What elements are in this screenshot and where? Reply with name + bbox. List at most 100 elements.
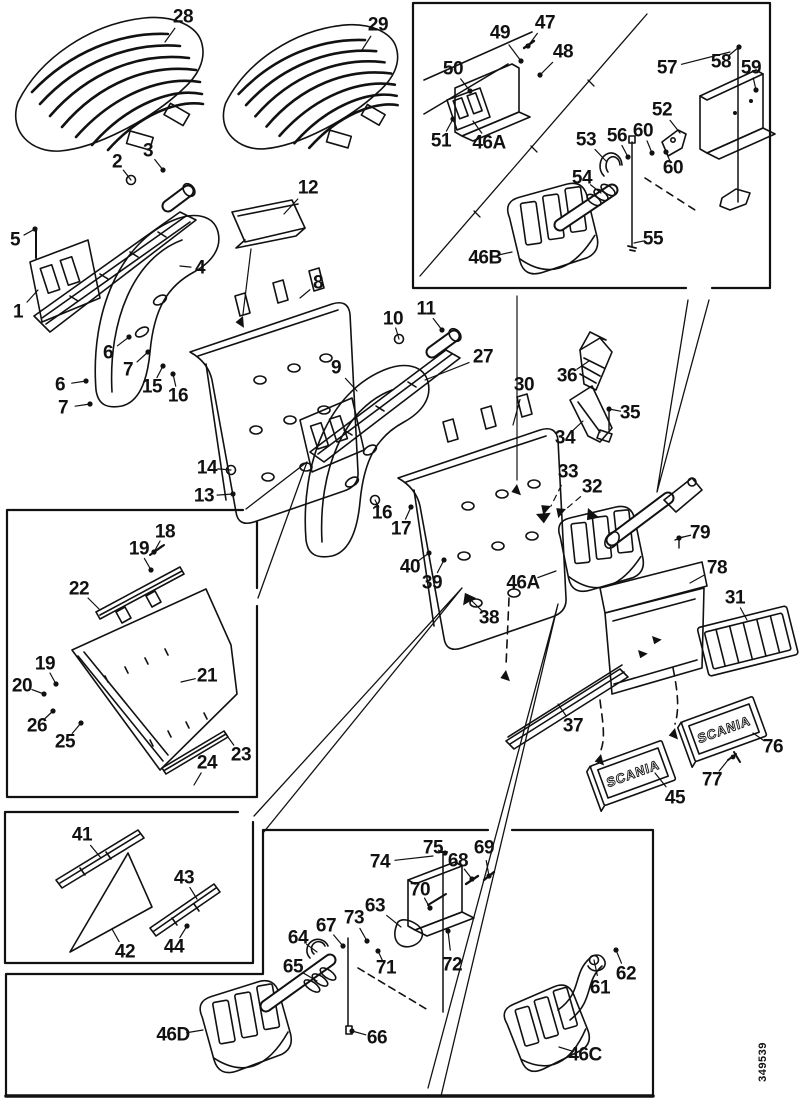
leader-57 <box>682 52 730 64</box>
fastener-dot-58 <box>736 44 742 50</box>
washer-ring-14 <box>227 466 236 475</box>
washer-ring-2 <box>127 176 136 185</box>
fastener-dot-47 <box>525 43 531 49</box>
dashed-drop-45 <box>600 700 603 750</box>
inset-box-mudflap <box>7 510 257 797</box>
leader-45 <box>655 773 666 787</box>
leader-2 <box>123 170 131 180</box>
leader-8 <box>300 290 310 298</box>
mounting-rail-9 <box>300 326 463 472</box>
pointer-wedges <box>246 14 709 1096</box>
leader-54 <box>591 185 601 193</box>
fastener-dot-6 <box>126 334 132 340</box>
inset-box-stays <box>5 812 253 963</box>
fastener-dot-71 <box>375 948 381 954</box>
inset-46B-assembly <box>424 32 775 278</box>
leader-23 <box>225 733 234 745</box>
fastener-dot-18 <box>151 549 157 555</box>
leader-74 <box>395 856 433 860</box>
leader-48 <box>540 62 553 75</box>
screw-77 <box>728 752 740 762</box>
fastener-dot-7 <box>87 401 93 407</box>
leader-46B <box>497 252 512 255</box>
ribbed-plate-31 <box>697 606 798 677</box>
leader-34 <box>573 421 583 430</box>
fastener-dot-51 <box>450 116 456 122</box>
leader-14 <box>218 469 231 470</box>
fastener-dot-13 <box>230 491 236 497</box>
scania-text: SCANIA <box>605 757 661 791</box>
mudguard-top-29 <box>222 23 399 151</box>
leader-33 <box>551 485 561 506</box>
leader-69 <box>486 861 489 876</box>
fastener-dot-25 <box>78 720 84 726</box>
fastener-dot-7 <box>145 349 151 355</box>
leader-46A <box>538 571 556 578</box>
leader-76 <box>753 733 764 741</box>
fastener-dot-66 <box>349 1028 355 1034</box>
fender-panel-8 <box>189 267 359 525</box>
leader-55 <box>634 241 644 243</box>
fastener-dot-40 <box>426 550 432 556</box>
dashed-drop-76 <box>673 668 678 724</box>
leader-38 <box>472 601 481 610</box>
leader-65 <box>304 973 317 981</box>
leader-24 <box>194 773 201 785</box>
fastener-dot-15 <box>160 363 166 369</box>
leader-52 <box>670 120 680 133</box>
spindle-bracket-46A <box>556 478 702 595</box>
fastener-dot-67 <box>340 943 346 949</box>
washer-ring-61 <box>590 956 599 965</box>
leader-41 <box>91 845 101 858</box>
fastener-dot-56 <box>625 154 631 160</box>
inset-stays-assembly <box>56 830 220 952</box>
mounting-rail-1 <box>30 181 197 332</box>
leader-63 <box>387 915 401 927</box>
dashed-drop-38 <box>506 598 509 666</box>
leader-47 <box>528 33 537 46</box>
hanger-bracket-78 <box>600 562 707 694</box>
scania-text: SCANIA <box>696 713 752 747</box>
bracket-36 <box>580 332 612 390</box>
leader-42 <box>112 929 119 942</box>
fastener-dot-69 <box>486 873 492 879</box>
fastener-dot-20 <box>41 691 47 697</box>
fastener-dot-68 <box>469 876 475 882</box>
fastener-dot-79 <box>676 535 682 541</box>
inset-46D-assembly <box>196 938 428 1077</box>
leader-4 <box>180 266 191 267</box>
washer-ring-16 <box>371 496 380 505</box>
fastener-dot-60 <box>663 149 669 155</box>
fastener-dot-50 <box>467 88 473 94</box>
leader-31 <box>740 608 747 620</box>
fastener-dot-3 <box>160 167 166 173</box>
scania-plate-76: SCANIA <box>676 696 768 767</box>
leader-1 <box>27 290 38 302</box>
fastener-dot-59 <box>753 87 759 93</box>
fastener-dot-11 <box>439 327 445 333</box>
leader-37 <box>558 704 566 716</box>
fastener-dot-49 <box>518 58 524 64</box>
document-number: 349539 <box>757 1042 769 1082</box>
leader-12 <box>284 199 298 214</box>
leader-53 <box>595 149 606 161</box>
fastener-dot-26 <box>50 708 56 714</box>
strip-37 <box>506 665 628 749</box>
leader-77 <box>719 760 728 771</box>
scania-plate-45: SCANIA <box>585 740 677 811</box>
fastener-dot-6 <box>83 378 89 384</box>
fastener-dot-72 <box>445 928 451 934</box>
leader-46D <box>187 1030 204 1033</box>
mudguard-top-28 <box>14 16 205 153</box>
leader-9 <box>345 378 357 391</box>
fastener-dot-48 <box>537 72 543 78</box>
inset-frame-70-assembly <box>395 852 494 1012</box>
leader-64 <box>307 944 317 952</box>
leader-32 <box>566 497 581 509</box>
leader-30 <box>513 399 520 425</box>
washer-ring-10 <box>395 335 404 344</box>
arrow-marks <box>460 500 601 607</box>
leader-21 <box>181 679 195 682</box>
fastener-dot-70 <box>427 905 433 911</box>
